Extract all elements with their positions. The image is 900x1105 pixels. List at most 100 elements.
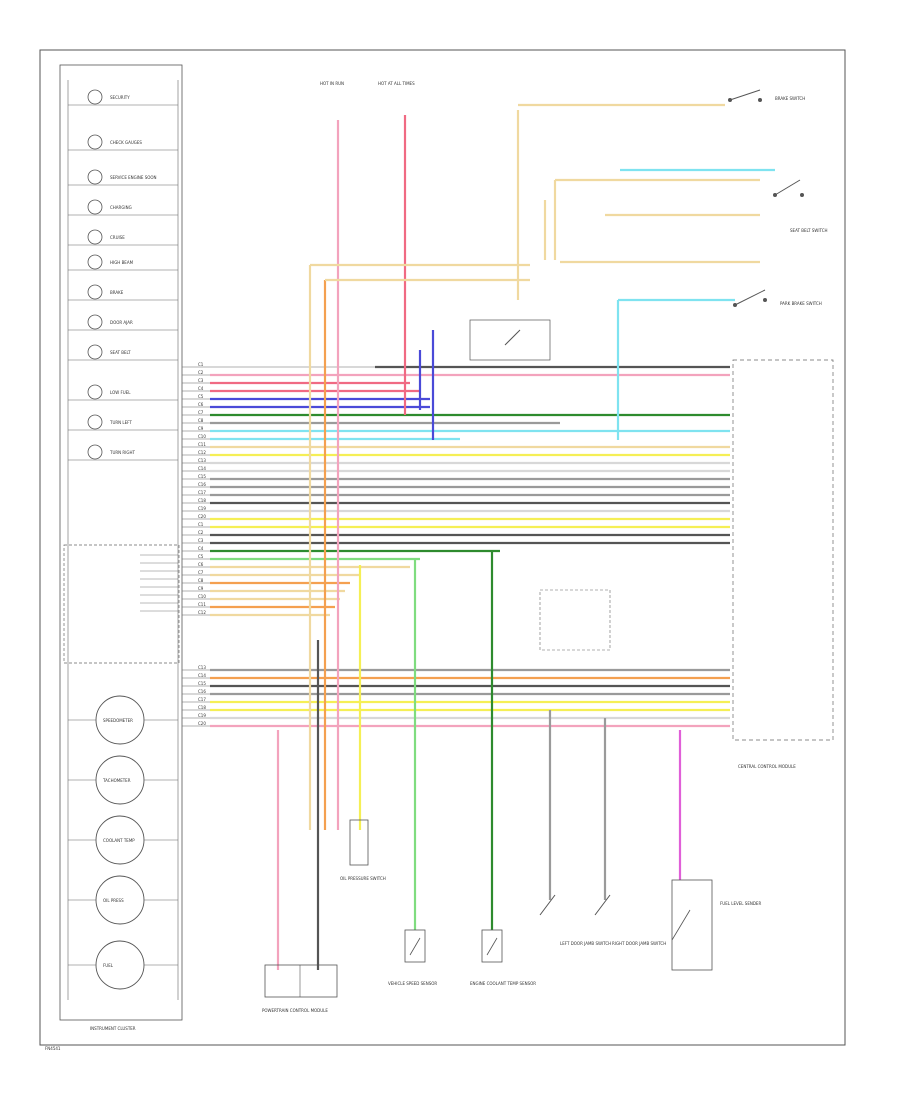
- lamp-label: CRUISE: [110, 235, 125, 240]
- harness-wire: C7: [182, 570, 360, 577]
- vss-sensor: VEHICLE SPEED SENSOR: [388, 929, 437, 986]
- park-brake-switch-assembly: PARK BRAKE SWITCH: [733, 289, 822, 307]
- vertical-wires: [276, 103, 775, 970]
- powertrain-control-module: POWERTRAIN CONTROL MODULE: [262, 964, 338, 1013]
- wire-code-label: C7: [198, 410, 204, 415]
- lamp-label: BRAKE: [110, 290, 124, 295]
- lamp-label: HIGH BEAM: [110, 260, 134, 265]
- lamp-bulb-icon: [87, 254, 103, 270]
- cluster-title: INSTRUMENT CLUSTER: [90, 1026, 136, 1031]
- wire-code-label: C17: [198, 490, 206, 495]
- lamp-bulb-icon: [87, 384, 103, 400]
- hot-in-run-label: HOT IN RUN: [320, 81, 344, 86]
- wire-code-label: C10: [198, 434, 206, 439]
- wire-code-label: C13: [198, 665, 206, 670]
- indicator-lamp-10: LOW FUEL: [68, 384, 178, 401]
- gauge-label: OIL PRESS: [103, 898, 124, 903]
- fuel-level-sender: FUEL LEVEL SENDER: [671, 879, 761, 971]
- wire-code-label: C3: [198, 538, 204, 543]
- relay-contact: [504, 329, 521, 346]
- gauge-label: FUEL: [103, 963, 114, 968]
- harness-wire: C7: [182, 410, 730, 417]
- harness-wire: C15: [182, 681, 730, 688]
- lamp-label: SERVICE ENGINE SOON: [110, 175, 157, 180]
- gauge-2: TACHOMETER: [68, 755, 178, 805]
- harness-wire: C9: [182, 426, 730, 433]
- harness-wire: C19: [182, 713, 730, 720]
- lamp-bulb-icon: [87, 229, 103, 245]
- harness-bundle: C1C2C3C4C5C6C7C8C9C10C11C12C13C14C15C16C…: [182, 362, 730, 728]
- brake-switch-label: BRAKE SWITCH: [775, 96, 805, 101]
- wire-code-label: C16: [198, 482, 206, 487]
- wire-code-label: C9: [198, 586, 204, 591]
- wire-code-label: C11: [198, 442, 206, 447]
- relay-box: [469, 319, 551, 361]
- wire-code-label: C15: [198, 474, 206, 479]
- right-door-label: RIGHT DOOR JAMB SWITCH: [612, 941, 666, 946]
- harness-wire: C12: [182, 610, 330, 617]
- wire-code-label: C15: [198, 681, 206, 686]
- lamp-bulb-icon: [87, 169, 103, 185]
- seat-belt-switch-assembly: SEAT BELT SWITCH: [773, 179, 828, 233]
- indicator-lamp-12: TURN RIGHT: [68, 444, 178, 461]
- harness-wire: C8: [182, 418, 560, 425]
- wire-code-label: C19: [198, 506, 206, 511]
- wire-code-label: C10: [198, 594, 206, 599]
- wire-code-label: C7: [198, 570, 204, 575]
- digital-cluster-box: [63, 544, 180, 664]
- harness-wire: C10: [182, 594, 340, 601]
- harness-wire: C4: [182, 546, 500, 553]
- harness-wire: C13: [182, 665, 730, 672]
- wire-code-label: C3: [198, 378, 204, 383]
- lamp-label: SECURITY: [110, 95, 130, 100]
- lamp-bulb-icon: [87, 134, 103, 150]
- wire-code-label: C8: [198, 418, 204, 423]
- outer-frame: [39, 49, 846, 1046]
- harness-wire: C17: [182, 490, 730, 497]
- right-door-switch: RIGHT DOOR JAMB SWITCH: [594, 894, 666, 946]
- lamp-label: TURN RIGHT: [109, 450, 135, 455]
- gauge-4: OIL PRESS: [68, 875, 178, 925]
- harness-wire: C3: [182, 538, 730, 545]
- wire-code-label: C2: [198, 530, 204, 535]
- harness-wire: C16: [182, 482, 730, 489]
- harness-wire: C17: [182, 697, 730, 704]
- wire-code-label: C1: [198, 522, 204, 527]
- wire-code-label: C20: [198, 721, 206, 726]
- indicator-lamp-2: CHECK GAUGES: [68, 134, 178, 151]
- harness-wire: C15: [182, 474, 730, 481]
- indicator-lamps: SECURITY CHECK GAUGES SERVICE ENGINE SOON C…: [68, 89, 178, 612]
- harness-wire: C19: [182, 506, 730, 513]
- lamp-bulb-icon: [87, 344, 103, 360]
- harness-wire: C16: [182, 689, 730, 696]
- gauge-5: FUEL: [68, 940, 178, 990]
- vss-label: VEHICLE SPEED SENSOR: [388, 981, 437, 986]
- indicator-lamp-7: BRAKE: [68, 284, 178, 301]
- ect-sensor: ENGINE COOLANT TEMP SENSOR: [470, 929, 536, 986]
- left-door-switch: LEFT DOOR JAMB SWITCH: [539, 894, 611, 946]
- harness-wire: C2: [182, 370, 730, 377]
- harness-wire: C14: [182, 466, 730, 473]
- gauge-3: COOLANT TEMP: [68, 815, 178, 865]
- wire-code-label: C2: [198, 370, 204, 375]
- indicator-lamp-3: SERVICE ENGINE SOON: [68, 169, 178, 186]
- harness-wire: C11: [182, 442, 730, 449]
- wire-code-label: C18: [198, 705, 206, 710]
- wire-code-label: C19: [198, 713, 206, 718]
- harness-wire: C3: [182, 378, 410, 385]
- wire-code-label: C16: [198, 689, 206, 694]
- brake-switch-assembly: BRAKE SWITCH: [728, 89, 805, 102]
- harness-wire: C18: [182, 498, 730, 505]
- harness-wire: C5: [182, 554, 420, 561]
- wire-code-label: C14: [198, 466, 206, 471]
- wire-code-label: C8: [198, 578, 204, 583]
- seat-belt-switch-label: SEAT BELT SWITCH: [790, 228, 828, 233]
- indicator-lamp-4: CHARGING: [68, 199, 178, 216]
- wire-code-label: C17: [198, 697, 206, 702]
- wire-code-label: C12: [198, 450, 206, 455]
- oil-pressure-switch: OIL PRESSURE SWITCH: [340, 819, 386, 881]
- indicator-lamp-9: SEAT BELT: [68, 344, 178, 361]
